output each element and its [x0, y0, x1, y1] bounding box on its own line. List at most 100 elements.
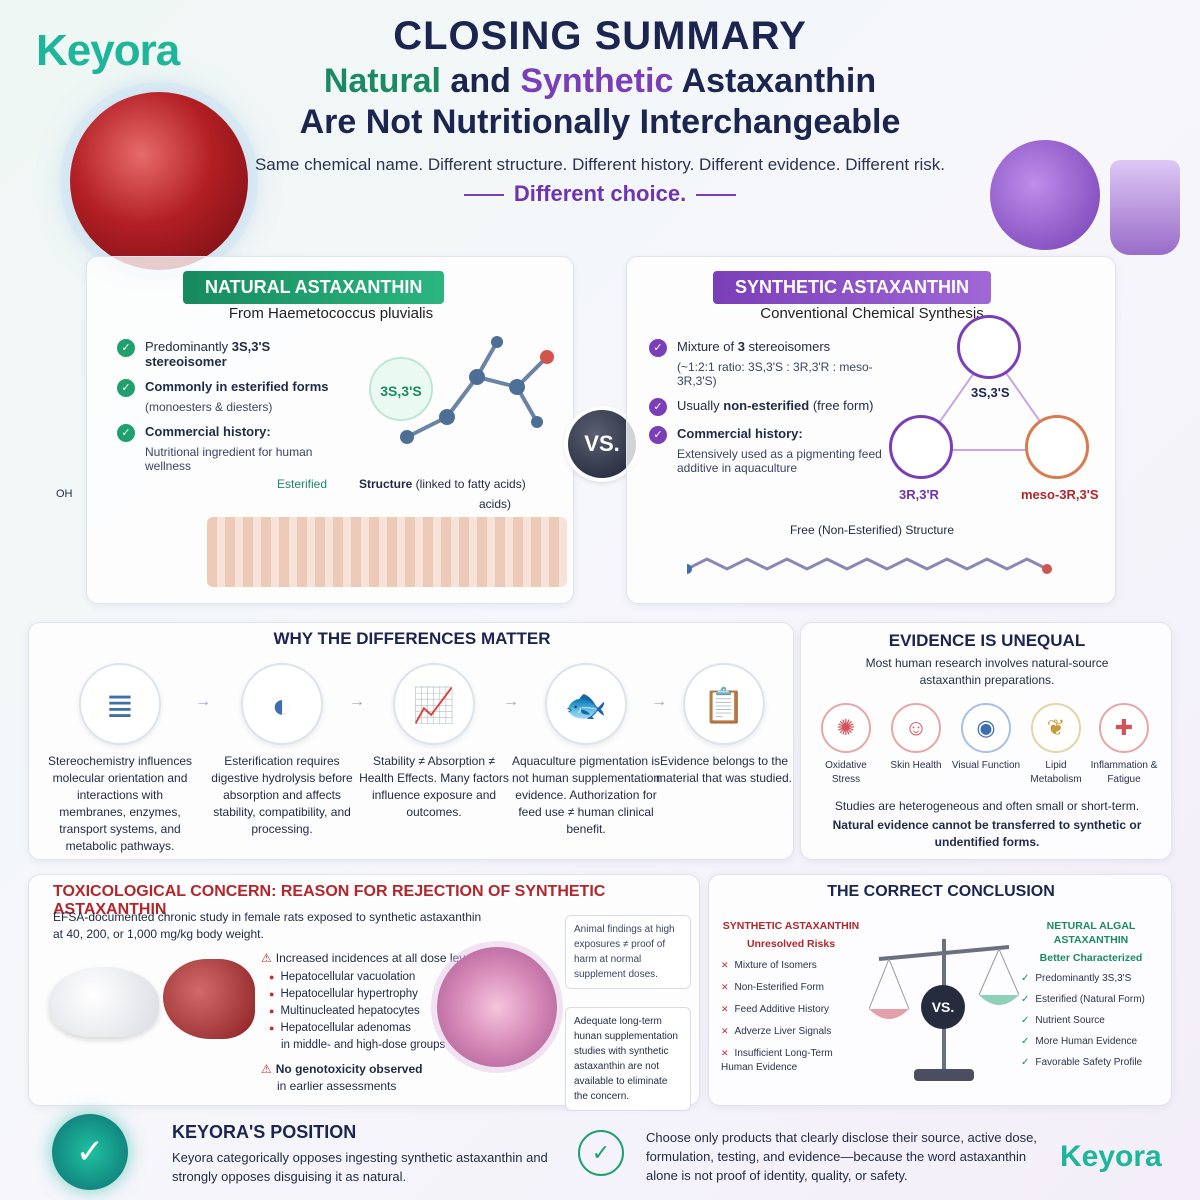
why-step-text: Stereochemistry influences molecular ori… — [47, 754, 193, 853]
natural-astaxanthin-panel: NATURAL ASTAXANTHIN From Haemetococcus p… — [86, 256, 574, 604]
toxicology-panel: TOXICOLOGICAL CONCERN: REASON FOR REJECT… — [28, 874, 700, 1111]
synthetic-astaxanthin-panel: SYNTHETIC ASTAXANTHIN Conventional Chemi… — [626, 256, 1116, 604]
tagline: Same chemical name. Different structure.… — [254, 155, 946, 174]
evidence-area-label: Inflammation & Fatigue — [1090, 760, 1158, 785]
membrane-icon: ≣ — [79, 663, 161, 745]
eye-icon: ◉ — [961, 703, 1011, 753]
list-item: Hepatocellular adenomas — [269, 1020, 445, 1037]
synthetic-banner: SYNTHETIC ASTAXANTHIN — [713, 271, 991, 304]
membrane-image — [207, 517, 567, 587]
keyora-logo[interactable]: Keyora — [36, 26, 180, 75]
evidence-title: EVIDENCE IS UNEQUAL — [888, 631, 1086, 650]
arrow-icon: → — [651, 693, 667, 710]
isomer-label: meso-3R,3'S — [1021, 487, 1099, 502]
lipid-icon: ❦ — [1031, 703, 1081, 753]
synthetic-source: Conventional Chemical Synthesis — [760, 305, 984, 322]
evidence-area-label: Oxidative Stress — [825, 760, 867, 785]
list-item: Adverze Liver Signals — [721, 1024, 861, 1039]
shield-check-icon: ✓ — [578, 1130, 624, 1176]
genotoxicity-note: ⚠No genotoxicity observed in earlier ass… — [261, 1062, 423, 1093]
list-item: Feed Additive History — [721, 1002, 861, 1017]
list-item: ✓ Commonly in esterified forms(monoester… — [117, 379, 347, 414]
list-item: Predominantly 3S,3'S — [1021, 972, 1161, 986]
findings-note: in middle- and high-dose groups — [281, 1039, 446, 1051]
check-icon: ✓ — [117, 379, 135, 397]
list-item: More Human Evidence — [1021, 1035, 1161, 1049]
why-differences-panel: WHY THE DIFFERENCES MATTER ≣ Stereochemi… — [28, 622, 794, 860]
position-advice: Choose only products that clearly disclo… — [646, 1130, 1037, 1183]
isomer-3r3r-icon — [889, 415, 953, 479]
arrow-icon: → — [349, 693, 365, 710]
evidence-subtitle: Most human research involves natural-sou… — [865, 656, 1109, 687]
list-item: Mixture of Isomers — [721, 958, 861, 973]
inflammation-icon: ✚ — [1099, 703, 1149, 753]
beaker-image — [1110, 160, 1180, 255]
natural-benefits-list: NETURAL ALGAL ASTAXANTHIN Better Charact… — [1021, 919, 1161, 1070]
stomach-icon: ◐ — [241, 663, 323, 745]
free-structure-label: Free (Non-Esterified) Structure — [789, 523, 955, 537]
different-choice: Different choice. — [400, 181, 800, 207]
list-item: ✓ Commercial history:Extensively used as… — [649, 426, 889, 475]
arrow-icon: → — [195, 693, 211, 710]
list-item: Non-Esterified Form — [721, 980, 861, 995]
list-item: Insufficient Long-Term Human Evidence — [721, 1046, 861, 1075]
vs-badge: VS. — [921, 985, 965, 1029]
evidence-area-label: Skin Health — [890, 760, 942, 771]
evidence-area-label: Visual Function — [951, 760, 1021, 771]
acids-label: acids) — [479, 497, 512, 511]
warning-icon: ⚠ — [261, 1062, 272, 1076]
conclusion-title: THE CORRECT CONCLUSION — [827, 883, 1055, 900]
list-item: ✓ Commercial history:Nutritional ingredi… — [117, 424, 347, 473]
list-item: ✓ Usually non-esterified (free form) — [649, 398, 889, 416]
list-item: Nutrient Source — [1021, 1014, 1161, 1028]
tox-list-head: ⚠Increased incidences at all dose levels… — [261, 951, 484, 965]
list-item: Hepatocellular vacuolation — [269, 969, 445, 986]
shield-check-icon: ✓ — [52, 1114, 128, 1190]
flask-image — [990, 140, 1100, 250]
why-title: WHY THE DIFFERENCES MATTER — [273, 629, 551, 648]
isomer-label: 3S,3'S — [971, 385, 1010, 400]
tox-intro: EFSA-documented chronic study in female … — [53, 910, 482, 941]
arrow-icon: → — [503, 693, 519, 710]
chain-molecule-image — [687, 557, 1052, 574]
clipboard-icon: 📋 — [683, 663, 765, 745]
list-item: Esterified (Natural Form) — [1021, 993, 1161, 1007]
check-icon: ✓ — [649, 426, 667, 444]
list-item: Favorable Safety Profile — [1021, 1056, 1161, 1070]
natural-banner: NATURAL ASTAXANTHIN — [183, 271, 445, 304]
rat-image — [49, 967, 159, 1037]
keyora-logo-footer[interactable]: Keyora — [1060, 1140, 1162, 1173]
oxidative-icon: ✺ — [821, 703, 871, 753]
tox-note-callout: Animal findings at high exposures ≠ proo… — [565, 915, 691, 989]
evidence-panel: EVIDENCE IS UNEQUAL Most human research … — [800, 622, 1172, 860]
skin-icon: ☺ — [891, 703, 941, 753]
warning-icon: ⚠ — [261, 951, 272, 965]
tox-title: TOXICOLOGICAL CONCERN: REASON FOR REJECT… — [53, 883, 606, 918]
check-icon: ✓ — [117, 339, 135, 357]
subtitle-line-2: Are Not Nutritionally Interchangeable — [299, 103, 901, 141]
why-step-text: Stability ≠ Absorption ≠ Health Effects.… — [359, 754, 509, 819]
why-step-text: Evidence belongs to the material that wa… — [655, 754, 793, 785]
page-title: CLOSING SUMMARY — [393, 14, 807, 58]
list-item: ✓ Mixture of 3 stereoisomers(~1:2:1 rati… — [649, 339, 889, 388]
liver-cells-image — [437, 947, 557, 1067]
conclusion-panel: THE CORRECT CONCLUSION SYNTHETIC ASTAXAN… — [708, 874, 1172, 1106]
chart-icon: 📈 — [393, 663, 475, 745]
vs-badge: VS. — [568, 410, 636, 478]
isomer-3s3s-icon — [957, 315, 1021, 379]
isomer-meso-icon — [1025, 415, 1089, 479]
evidence-area-label: Lipid Metabolism — [1030, 760, 1082, 785]
list-item: ✓ Predominantly 3S,3'S stereoisomer — [117, 339, 347, 369]
structure-label: Structure (linked to fatty acids) — [359, 477, 526, 491]
evidence-note: Studies are heterogeneous and often smal… — [834, 799, 1140, 813]
evidence-note-bold: Natural evidence cannot be transferred t… — [832, 818, 1142, 849]
isomer-triangle — [918, 348, 1062, 451]
synthetic-feature-list: ✓ Mixture of 3 stereoisomers(~1:2:1 rati… — [649, 339, 889, 485]
check-icon: ✓ — [649, 398, 667, 416]
tox-findings-list: Hepatocellular vacuolation Hepatocellula… — [269, 969, 445, 1054]
oh-label: OH — [56, 488, 73, 500]
natural-source: From Haemetococcus pluvialis — [228, 305, 434, 322]
liver-image — [163, 959, 255, 1039]
subtitle-line-1: Natural and Synthetic Astaxanthin — [323, 62, 877, 100]
natural-feature-list: ✓ Predominantly 3S,3'S stereoisomer ✓ Co… — [117, 339, 347, 483]
